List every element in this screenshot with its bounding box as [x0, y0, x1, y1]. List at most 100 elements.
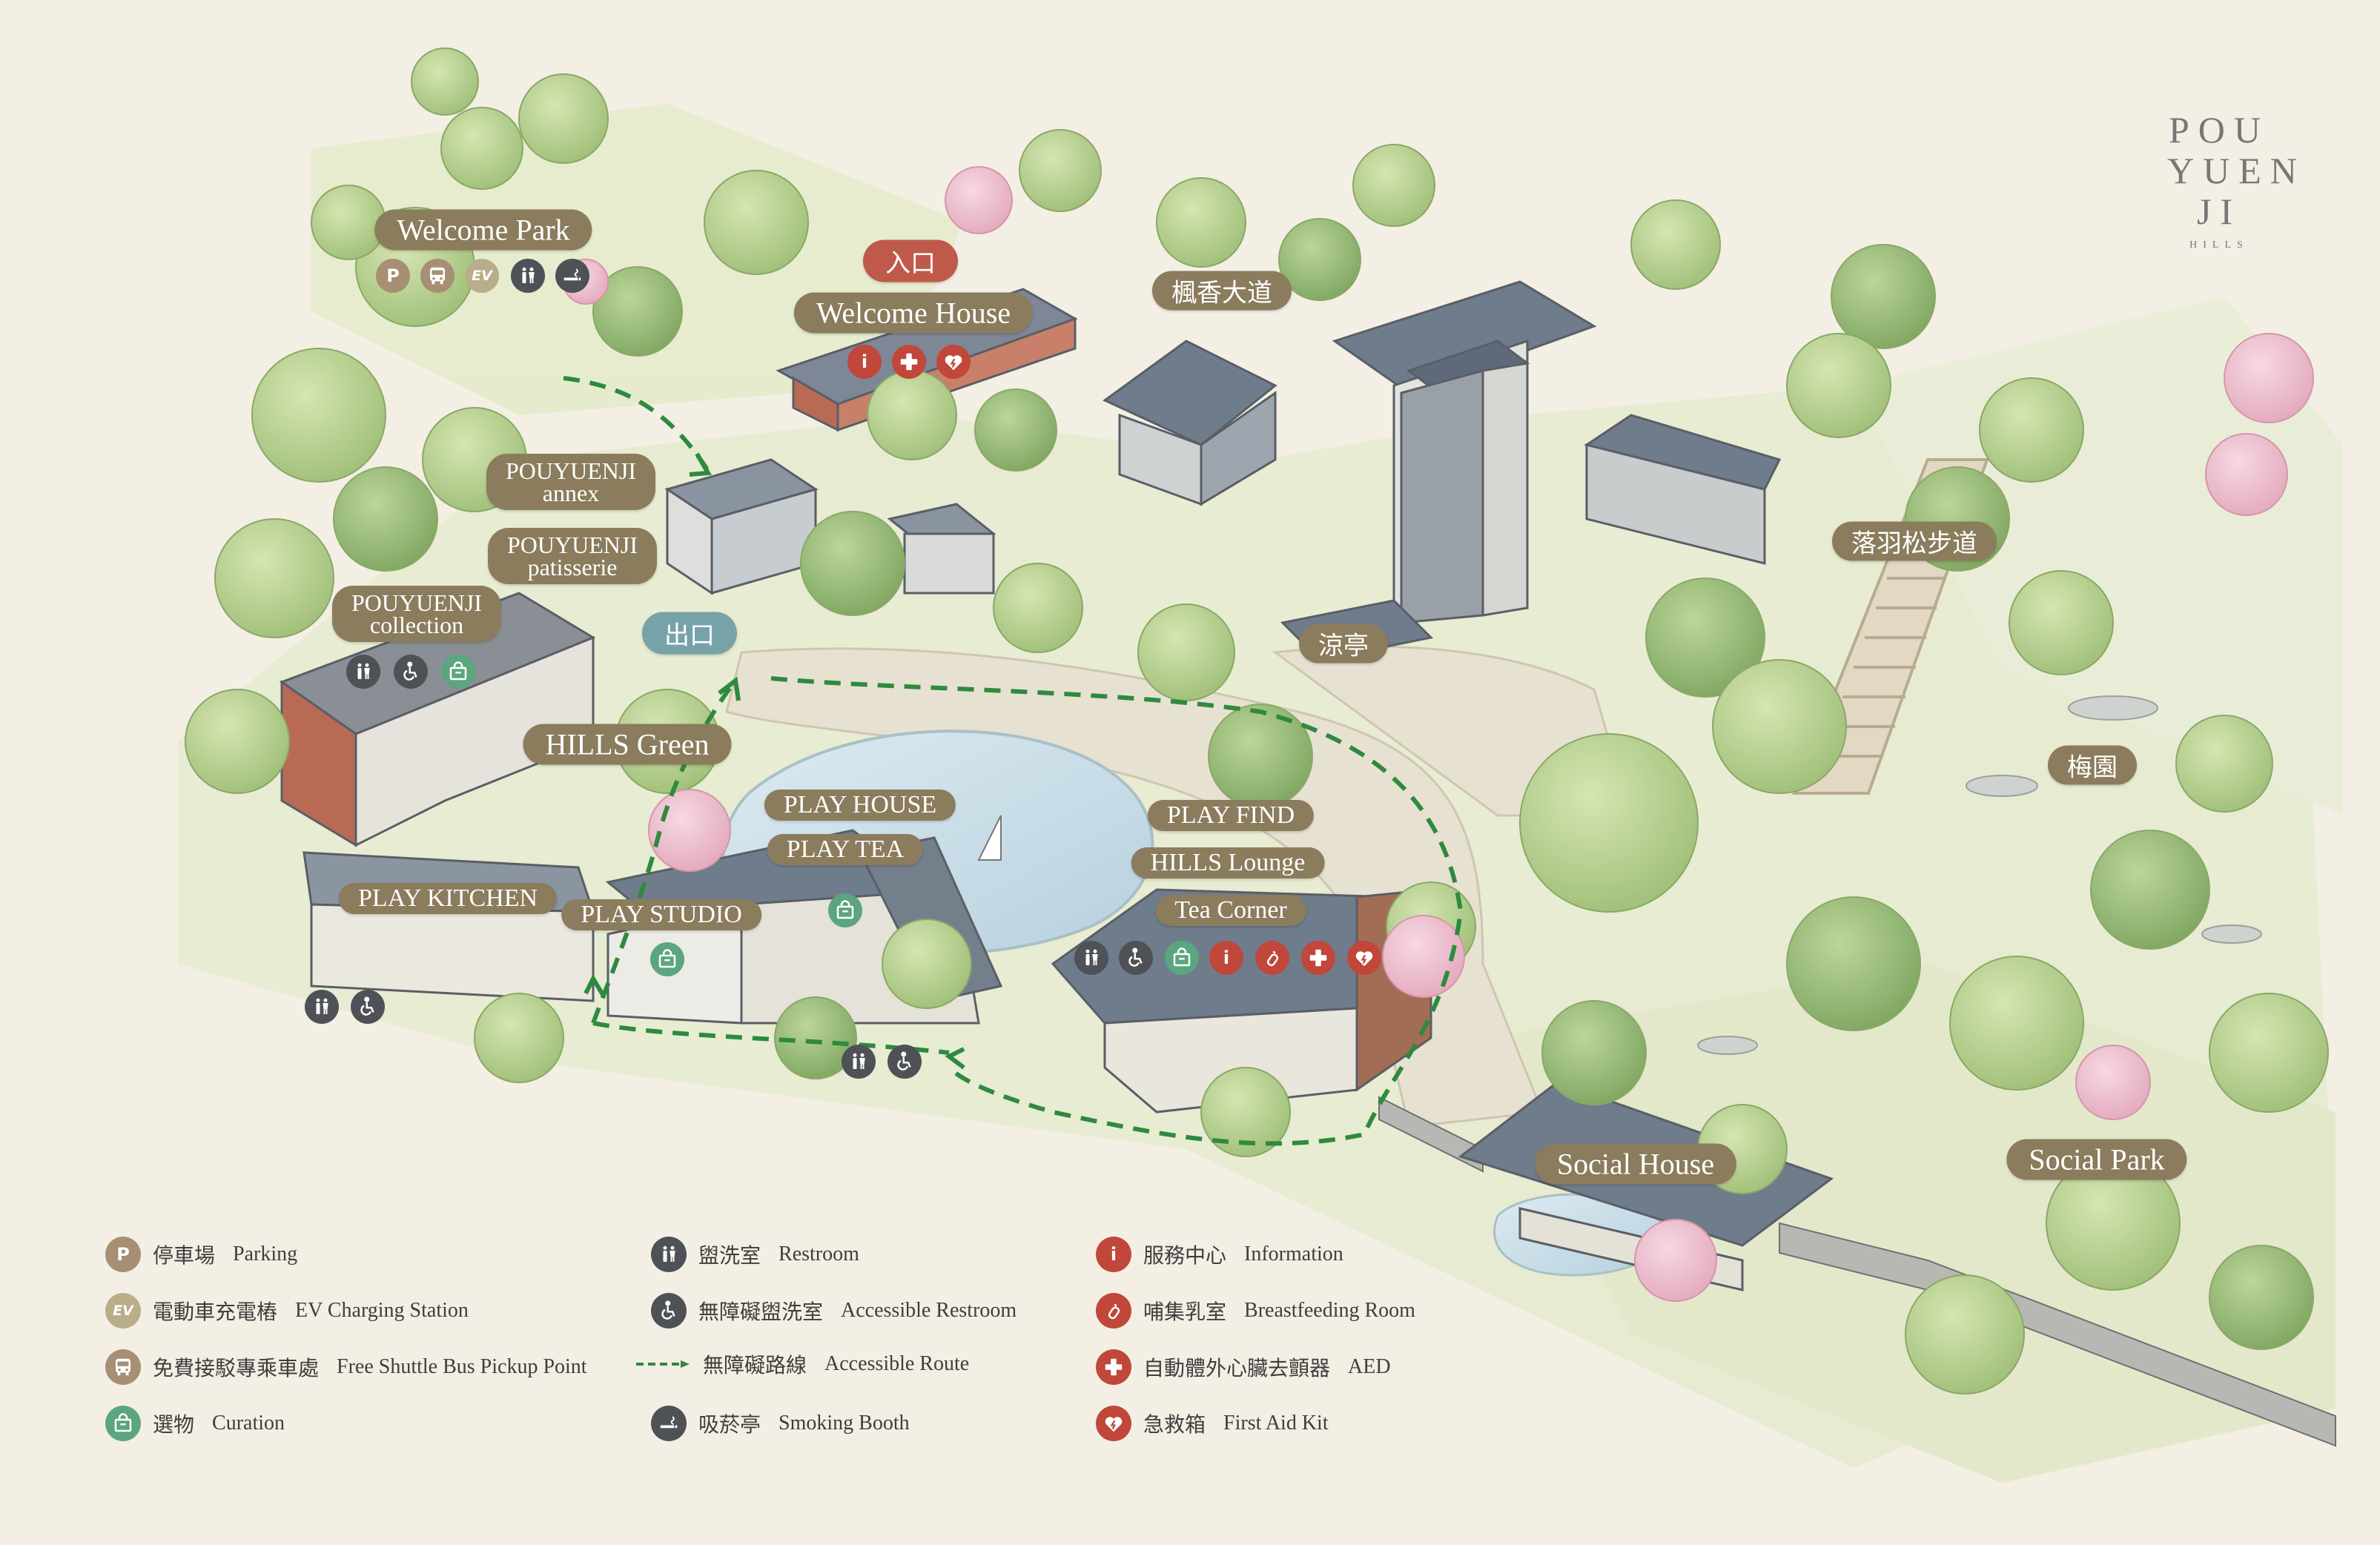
route-arrows [584, 452, 965, 1070]
collection-line-2: collection [369, 612, 464, 638]
aed-icon [1096, 1349, 1131, 1385]
information-icon: i [1096, 1237, 1131, 1272]
accessible-restroom-icon[interactable] [887, 1045, 922, 1079]
ev-charging-icon: EV [105, 1293, 141, 1329]
label-welcome-park[interactable]: Welcome Park [374, 209, 592, 251]
patisserie-line-2: patisserie [527, 554, 618, 580]
accessible-restroom-icon [651, 1293, 687, 1329]
label-pouyuenji-annex[interactable]: POUYUENJI annex [486, 454, 655, 510]
legend-zh: 停車場 [153, 1243, 216, 1268]
legend-zh: 電動車充電樁 [153, 1300, 278, 1324]
legend-item-curation: 選物 Curation [105, 1406, 285, 1441]
legend-zh: 自動體外心臟去顫器 [1143, 1356, 1331, 1380]
label-play-house[interactable]: PLAY HOUSE [764, 790, 956, 821]
accessible-route-icon [636, 1360, 690, 1368]
legend-item-information: i 服務中心 Information [1096, 1237, 1343, 1272]
legend-zh: 無障礙路線 [703, 1353, 807, 1377]
legend-en: Smoking Booth [779, 1412, 910, 1435]
legend-zh: 急救箱 [1143, 1412, 1206, 1437]
breastfeeding-icon[interactable] [1255, 941, 1289, 975]
label-play-find[interactable]: PLAY FIND [1147, 800, 1315, 831]
restroom-icon[interactable] [305, 990, 339, 1024]
patisserie-line-1: POUYUENJI [507, 532, 638, 558]
accessible-restroom-icon[interactable] [394, 655, 428, 689]
legend-en: Curation [212, 1412, 285, 1435]
legend-zh: 選物 [153, 1412, 195, 1437]
label-play-studio[interactable]: PLAY STUDIO [561, 899, 761, 930]
accessible-restroom-icon[interactable] [1119, 941, 1153, 975]
logo-line-1: POU [2168, 109, 2270, 150]
accessible-restroom-icon[interactable] [351, 990, 385, 1024]
logo-line-3: JI [2196, 191, 2242, 232]
legend-item-accessible-restroom: 無障礙盥洗室 Accessible Restroom [651, 1293, 1017, 1329]
legend-zh: 哺集乳室 [1143, 1300, 1227, 1324]
legend-item-breastfeeding: 哺集乳室 Breastfeeding Room [1096, 1293, 1415, 1329]
curation-icon[interactable] [441, 655, 475, 689]
information-icon[interactable]: i [1209, 941, 1243, 975]
curation-icon[interactable] [828, 893, 862, 927]
boundary-walls [1378, 1096, 2336, 1447]
label-social-park[interactable]: Social Park [2006, 1139, 2187, 1180]
restroom-icon[interactable] [842, 1045, 876, 1079]
first-aid-icon [1096, 1406, 1131, 1441]
legend-en: Restroom [779, 1243, 859, 1266]
legend-zh: 免費接駁專乘車處 [153, 1356, 320, 1380]
shuttle-bus-icon[interactable] [420, 259, 454, 293]
label-hills-green[interactable]: HILLS Green [523, 724, 732, 765]
legend-zh: 無障礙盥洗室 [698, 1300, 824, 1324]
curation-icon[interactable] [650, 942, 684, 976]
label-pine-trail[interactable]: 落羽松步道 [1832, 521, 1997, 561]
label-social-house[interactable]: Social House [1534, 1143, 1737, 1185]
legend-en: Parking [233, 1243, 298, 1266]
legend-en: EV Charging Station [295, 1299, 469, 1322]
label-entrance[interactable]: 入口 [863, 239, 958, 282]
label-play-kitchen[interactable]: PLAY KITCHEN [338, 883, 558, 914]
label-pouyuenji-collection[interactable]: POUYUENJI collection [332, 586, 501, 642]
label-exit[interactable]: 出口 [642, 612, 737, 655]
label-pouyuenji-patisserie[interactable]: POUYUENJI patisserie [488, 528, 657, 584]
smoking-booth-icon[interactable] [555, 259, 589, 293]
label-maple-avenue[interactable]: 楓香大道 [1152, 271, 1292, 311]
parking-icon[interactable]: P [376, 259, 410, 293]
label-plum-garden[interactable]: 梅園 [2048, 745, 2137, 785]
restroom-icon[interactable] [1074, 941, 1108, 975]
smoking-booth-icon [651, 1406, 687, 1441]
legend-item-shuttle: 免費接駁專乘車處 Free Shuttle Bus Pickup Point [105, 1349, 587, 1385]
aed-icon[interactable] [892, 345, 926, 379]
legend-item-ev: EV 電動車充電樁 EV Charging Station [105, 1293, 469, 1329]
annex-line-2: annex [542, 480, 600, 506]
label-hills-lounge[interactable]: HILLS Lounge [1131, 847, 1325, 879]
legend-en: Free Shuttle Bus Pickup Point [337, 1355, 587, 1378]
annex-line-1: POUYUENJI [506, 457, 636, 484]
curation-icon[interactable] [1165, 941, 1199, 975]
label-play-tea[interactable]: PLAY TEA [767, 834, 924, 865]
legend-zh: 服務中心 [1143, 1243, 1227, 1268]
shuttle-bus-icon [105, 1349, 141, 1385]
first-aid-icon[interactable] [936, 345, 971, 379]
breastfeeding-icon [1096, 1293, 1131, 1329]
legend-en: First Aid Kit [1223, 1412, 1329, 1435]
legend-zh: 吸菸亭 [698, 1412, 761, 1437]
first-aid-icon[interactable] [1347, 941, 1381, 975]
restroom-icon[interactable] [511, 259, 545, 293]
legend-en: Accessible Restroom [841, 1299, 1017, 1322]
logo-sub: HILLS [2189, 239, 2249, 251]
aed-icon[interactable] [1301, 941, 1335, 975]
ev-charging-icon[interactable]: EV [465, 259, 499, 293]
label-welcome-house[interactable]: Welcome House [793, 292, 1034, 334]
collection-line-1: POUYUENJI [351, 589, 482, 616]
label-tea-corner[interactable]: Tea Corner [1155, 895, 1306, 926]
label-pavilion[interactable]: 涼亭 [1299, 623, 1388, 664]
curation-icon [105, 1406, 141, 1441]
pouyuenji-hills-logo: POU YUEN JI HILLS [2167, 109, 2297, 251]
restroom-icon[interactable] [346, 655, 380, 689]
information-icon[interactable]: i [847, 345, 882, 379]
legend-en: Breastfeeding Room [1244, 1299, 1415, 1322]
legend-item-first-aid: 急救箱 First Aid Kit [1096, 1406, 1329, 1441]
legend-en: Information [1244, 1243, 1343, 1266]
restroom-icon [651, 1237, 687, 1272]
